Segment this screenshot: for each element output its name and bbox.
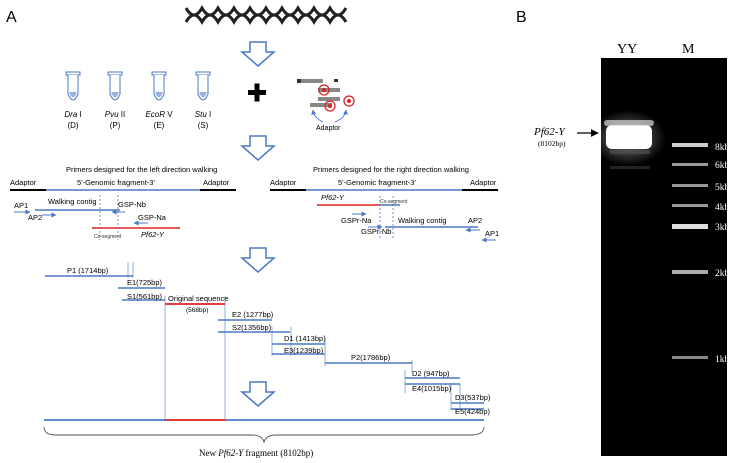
left-ap1-label: AP1 [14, 201, 28, 210]
right-gene-label: Pf62-Y [321, 193, 345, 202]
right-walking-diagram: Primers designed for the right direction… [270, 165, 499, 243]
right-walk-title: Primers designed for the right direction… [313, 165, 469, 174]
marker-2kb: 2kb [715, 269, 730, 279]
enzyme-tubes: Dra I (D) Pvu II (P) EcoR V (E) Stu I (S) [64, 71, 211, 130]
enzyme-abbr: (E) [154, 121, 165, 130]
marker-5kb: 5kb [715, 183, 730, 193]
fragment-original: Original sequence [168, 294, 228, 303]
fragment-e4: E4(1015bp) [412, 384, 452, 393]
tube-icon [195, 71, 211, 101]
gspr-na-label: GSPr-Na [341, 216, 372, 225]
plus-icon [248, 83, 266, 102]
right-co-segment-label: Co-segment [380, 199, 408, 205]
marker-3kb: 3kb [715, 223, 730, 233]
fragment-d1: D1 (1413bp) [284, 334, 326, 343]
dna-helix-icon [184, 4, 348, 26]
panel-label-a: A [6, 9, 17, 26]
left-walking-contig-label: Walking contig [48, 197, 97, 206]
right-ap1-label: AP1 [485, 229, 499, 238]
tube-icon [151, 71, 167, 101]
left-adaptor-label-left: Adaptor [10, 178, 37, 187]
marker-1kb: 1kb [715, 355, 730, 365]
enzyme-name: EcoR V [145, 110, 173, 119]
enzyme-name: Pvu II [105, 110, 125, 119]
adaptor-illustration [297, 79, 355, 123]
right-walk-fragment: 5'-Genomic fragment-3' [338, 178, 416, 187]
gel-image: YY M 8kb 6kb 5kb 4kb 3kb 2kb 1kb [590, 42, 730, 456]
left-ap2-label: AP2 [28, 213, 42, 222]
left-gene-label: Pf62-Y [141, 230, 165, 239]
gsp-na-label: GSP-Na [138, 213, 167, 222]
flow-arrow-icon [240, 247, 276, 273]
marker-6kb: 6kb [715, 161, 730, 171]
tube-icon [107, 71, 123, 101]
right-walking-contig-label: Walking contig [398, 216, 447, 225]
lane-m-label: M [682, 42, 695, 57]
flow-arrow-icon [240, 381, 276, 407]
fragment-assembly: P1 (1714bp) E1(725bp) S1(561bp) Original… [43, 262, 491, 444]
gsp-nb-label: GSP-Nb [118, 200, 146, 209]
tube-icon [65, 71, 81, 101]
fragment-d2: D2 (947bp) [412, 369, 450, 378]
final-fragment-label: New Pf62-Y fragment (8102bp) [199, 448, 313, 458]
right-adaptor-label-left: Adaptor [270, 178, 297, 187]
right-ap2-label: AP2 [468, 216, 482, 225]
fragment-e5: E5(424bp) [455, 407, 491, 416]
fragment-original-length: (568bp) [186, 307, 208, 314]
left-walk-fragment: 5'-Genomic fragment-3' [77, 178, 155, 187]
gspr-nb-label: GSPr-Nb [361, 227, 391, 236]
fragment-p2: P2(1786bp) [351, 353, 391, 362]
left-walking-diagram: Primers designed for the left direction … [10, 165, 236, 240]
enzyme-abbr: (S) [198, 121, 209, 130]
adaptor-label: Adaptor [316, 125, 341, 132]
left-adaptor-label-right: Adaptor [203, 178, 230, 187]
enzyme-abbr: (D) [67, 121, 78, 130]
gel-band-name: Pf62-Y [533, 126, 566, 138]
lane-yy-label: YY [617, 42, 637, 57]
fragment-e1: E1(725bp) [127, 278, 163, 287]
enzyme-name: Stu I [195, 110, 211, 119]
marker-4kb: 4kb [715, 203, 730, 213]
fragment-s2: S2(1356bp) [232, 323, 272, 332]
right-adaptor-label-right: Adaptor [470, 178, 497, 187]
left-co-segment-label: Co-segment [94, 234, 122, 240]
fragment-e3: E3(1239bp) [284, 346, 324, 355]
marker-8kb: 8kb [715, 143, 730, 153]
fragment-e2: E2 (1277bp) [232, 310, 274, 319]
gel-band-size: (8102bp) [538, 139, 566, 148]
fragment-s1: S1(561bp) [127, 292, 163, 301]
enzyme-abbr: (P) [110, 121, 121, 130]
fragment-d3: D3(537bp) [455, 393, 491, 402]
flow-arrow-icon [240, 41, 276, 67]
flow-arrow-icon [240, 135, 276, 161]
left-walk-title: Primers designed for the left direction … [66, 165, 217, 174]
panel-label-b: B [516, 9, 527, 26]
enzyme-name: Dra I [64, 110, 81, 119]
fragment-p1: P1 (1714bp) [67, 266, 109, 275]
